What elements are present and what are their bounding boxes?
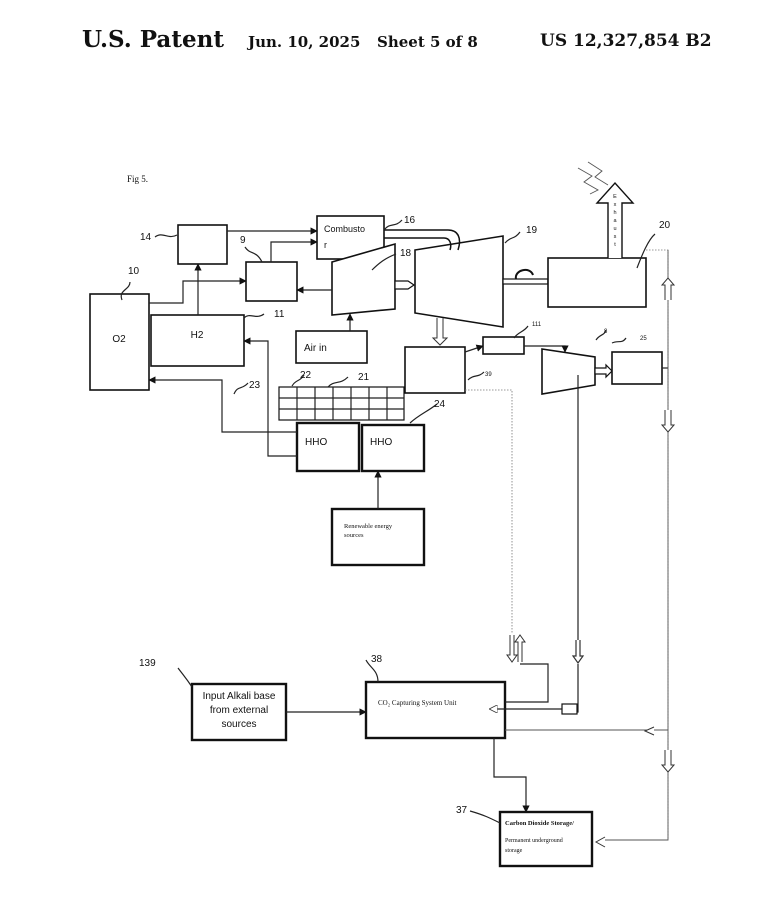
box-39 (404, 346, 466, 394)
renewable-label-2: sources (344, 532, 364, 539)
hollow-arrow-icon (506, 635, 518, 663)
line-39-to-111 (464, 344, 484, 353)
ref-21: 21 (358, 372, 370, 383)
compressor-shape (331, 242, 396, 316)
line-111-to-turbine (524, 345, 569, 353)
line-o2-to-9 (149, 277, 247, 304)
valve-box (561, 703, 578, 715)
smoke-icon (587, 161, 609, 186)
ref-37: 37 (456, 805, 468, 816)
h2-label: H2 (191, 330, 204, 341)
ref-16: 16 (404, 215, 416, 226)
o2-label: O2 (112, 334, 126, 345)
ref-10: 10 (128, 266, 140, 277)
small-shaft (594, 363, 613, 379)
storage-label-2: Permanent underground (505, 838, 563, 844)
small-turbine-shape (541, 348, 596, 395)
box-20 (547, 257, 647, 308)
combustor-label-2: r (324, 240, 327, 250)
figure-label: Fig 5. (127, 174, 148, 184)
ref-39: 39 (485, 372, 492, 378)
line-9-to-combustor (270, 238, 318, 262)
exhaust-letter: a (613, 218, 617, 224)
alkali-label-1: Input Alkali base (203, 691, 276, 702)
alkali-label-2: from external (210, 705, 268, 716)
renewable-label-1: Renewable energy (344, 523, 393, 530)
exhaust-letter: h (613, 210, 616, 216)
ref-14: 14 (140, 232, 152, 243)
generator-shaft (502, 278, 549, 285)
hho-box-2 (360, 423, 426, 473)
hho-box-1 (295, 421, 361, 473)
combustor-label-1: Combusto (324, 224, 365, 234)
line-into-co2 (505, 663, 549, 703)
hollow-arrow-icon (594, 836, 606, 848)
smoke-icon (577, 167, 599, 195)
storage-label-1: Carbon Dioxide Storage/ (505, 820, 574, 827)
line-co2-to-storage (493, 738, 530, 813)
return-line (605, 250, 669, 841)
air-in-box (295, 330, 368, 364)
ref-24: 24 (434, 399, 446, 410)
patent-number: US 12,327,854 B2 (540, 31, 712, 51)
alkali-label-3: sources (221, 719, 256, 730)
box-111 (482, 336, 525, 355)
exhaust-arrow-icon (595, 181, 635, 258)
dotted-line-39 (465, 389, 513, 633)
combustor-pipe (384, 229, 461, 251)
box-25 (611, 351, 663, 385)
hollow-arrow-icon (643, 726, 655, 736)
exhaust-letter: t (614, 242, 616, 248)
ref-8: 8 (604, 329, 608, 335)
hollow-arrow-icon (660, 277, 676, 300)
sheet-number: Sheet 5 of 8 (377, 33, 478, 51)
exhaust-letter: s (614, 234, 617, 240)
ref-38: 38 (371, 654, 383, 665)
hollow-arrow-icon (431, 318, 449, 346)
hho-label-1: HHO (305, 437, 327, 448)
ref-11: 11 (274, 309, 285, 320)
box-9 (245, 261, 298, 302)
patent-label: U.S. Patent (82, 26, 224, 53)
ref-25: 25 (640, 336, 647, 342)
h2-box (150, 314, 245, 367)
turbine-shape (414, 235, 504, 328)
hollow-arrow-icon (571, 640, 585, 665)
line-hho-to-h2 (243, 337, 297, 457)
ref-111: 111 (532, 322, 542, 328)
box-14 (177, 224, 228, 265)
air-in-label: Air in (304, 343, 327, 354)
o2-box (89, 293, 150, 391)
patent-date: Jun. 10, 2025 (248, 33, 361, 51)
ref-18: 18 (400, 248, 412, 259)
ref-23: 23 (249, 380, 261, 391)
ref-20: 20 (659, 220, 671, 231)
hollow-arrow-icon (514, 634, 526, 662)
storage-box (498, 810, 594, 868)
exhaust-letter: E (613, 194, 617, 200)
hollow-arrow-icon (660, 410, 676, 433)
co2-capture-box (364, 680, 507, 740)
ref-19: 19 (526, 225, 538, 236)
hho-label-2: HHO (370, 437, 392, 448)
co2-capture-label: CO₂ Capturing System Unit (378, 699, 457, 707)
ref-139: 139 (139, 658, 156, 669)
ref-22: 22 (300, 370, 312, 381)
hollow-arrow-icon (660, 750, 676, 773)
ref-9: 9 (240, 235, 246, 246)
shaft-connector (394, 280, 416, 290)
storage-label-3: storage (505, 848, 523, 854)
solar-panel (278, 386, 405, 421)
exhaust-letter: x (614, 202, 617, 208)
exhaust-letter: u (613, 226, 616, 232)
coupling-symbol (514, 268, 534, 280)
line-hho-to-o2 (148, 376, 297, 433)
